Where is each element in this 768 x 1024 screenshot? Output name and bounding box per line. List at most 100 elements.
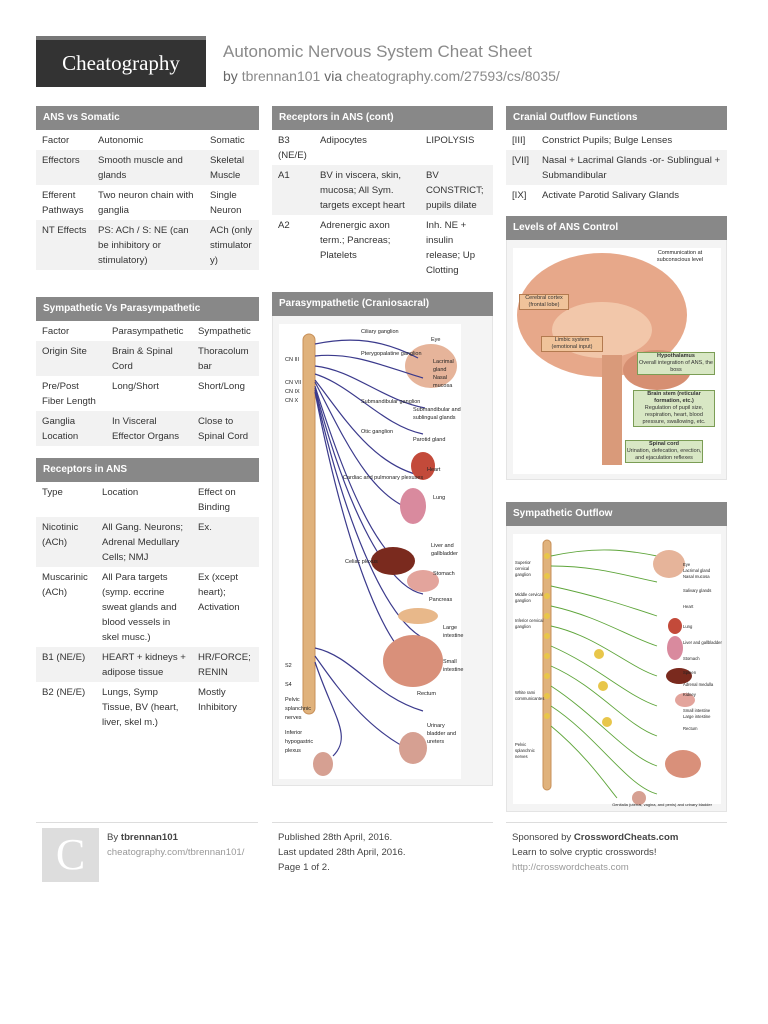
- table-cell: A1: [272, 165, 314, 215]
- table-cell: Constrict Pupils; Bulge Lenses: [542, 135, 673, 146]
- logo-text: Cheatography: [62, 51, 180, 75]
- page-title: Autonomic Nervous System Cheat Sheet: [223, 42, 532, 61]
- table-cell: B1 (NE/E): [36, 647, 96, 682]
- table-cell: A2: [278, 220, 290, 231]
- label: Submandibular ganglion: [361, 399, 421, 405]
- table-cell: Ganglia Location: [36, 411, 106, 446]
- label: Large intestine: [683, 714, 711, 719]
- callout-spinalcord: Spinal cord Urination, defecation, erect…: [625, 440, 703, 463]
- table-cell: Activate Parotid Salivary Glands: [542, 190, 680, 201]
- table-cell: Lungs, Symp Tissue, BV (heart, liver, sk…: [102, 687, 179, 728]
- callout-cortex: Cerebral cortex (frontal lobe): [519, 294, 569, 310]
- label: CN VII: [285, 380, 302, 386]
- para-organ-labels: Ciliary ganglion Eye Pterygopalatine gan…: [343, 328, 464, 746]
- callout-limbic: Limbic system (emotional input): [541, 336, 603, 352]
- table-cell: Adrenergic axon term.; Pancreas; Platele…: [320, 220, 391, 261]
- sponsor-url-link[interactable]: http://crosswordcheats.com: [512, 862, 629, 873]
- table-cell: In Visceral Effector Organs: [106, 411, 192, 446]
- author-link[interactable]: tbrennan101: [120, 832, 178, 843]
- table-row: [VII]Nasal + Lacrimal Glands -or- Sublin…: [506, 150, 727, 185]
- genitalia-shape: [313, 752, 333, 776]
- callout-hypothalamus: Hypothalamus Overall integration of ANS,…: [637, 352, 715, 375]
- table-cell: Somatic: [210, 135, 245, 146]
- table-cell: Long/Short: [112, 381, 159, 392]
- para-left-labels: CN III CN VII CN IX CN X S2 S4 Pelvic sp…: [285, 356, 325, 756]
- via-label: via: [324, 68, 343, 84]
- label: Urinary bladder and ureters: [427, 723, 457, 745]
- head-illustration: [653, 550, 685, 578]
- section-title: ANS vs Somatic: [36, 106, 259, 130]
- label: Superior cervical ganglion: [515, 560, 531, 577]
- cheatography-c-logo: C: [42, 828, 99, 882]
- label: Kidney: [683, 692, 696, 697]
- label: Stomach: [433, 571, 455, 577]
- sponsored-label: Sponsored by: [512, 832, 572, 843]
- cheatography-logo[interactable]: Cheatography: [36, 36, 206, 87]
- table-cell: [VII]: [506, 150, 536, 185]
- symp-left-labels: Superior cervical ganglion Middle cervic…: [515, 560, 545, 760]
- label: Spleen: [683, 670, 697, 675]
- table-cell: Location: [102, 487, 139, 498]
- label: Ciliary ganglion: [361, 329, 399, 335]
- callout-title: Spinal cord: [649, 441, 679, 447]
- parasympathetic-diagram: CN III CN VII CN IX CN X S2 S4 Pelvic sp…: [272, 316, 493, 786]
- label: Liver and gallbladder: [431, 543, 458, 557]
- table-cell: Nicotinic (ACh): [36, 517, 96, 567]
- footer-author: By tbrennan101 cheatography.com/tbrennan…: [107, 830, 244, 860]
- title-area: Autonomic Nervous System Cheat Sheet by …: [223, 42, 560, 84]
- table-cell: B2 (NE/E): [42, 687, 86, 698]
- label: Heart: [683, 604, 694, 609]
- table-cell: Skeletal Muscle: [204, 150, 259, 185]
- pancreas-shape: [398, 608, 438, 624]
- bladder-shape: [399, 732, 427, 764]
- label: Lacrimal gland: [683, 568, 711, 573]
- sheet-url-link[interactable]: cheatography.com/27593/cs/8035/: [346, 68, 560, 84]
- genitalia-label: Genitalia (uterus, vagina, and penis) an…: [612, 802, 712, 807]
- table-row: [IX]Activate Parotid Salivary Glands: [506, 185, 727, 205]
- table-cell: Factor: [42, 326, 70, 337]
- table-row: Nicotinic (ACh)All Gang. Neurons; Adrena…: [36, 517, 259, 567]
- author-url-link[interactable]: cheatography.com/tbrennan101/: [107, 847, 245, 858]
- label: Pelvic splanchnic nerves: [515, 742, 535, 759]
- table-cell: Mostly Inhibitory: [198, 687, 237, 713]
- label: Lung: [683, 624, 693, 629]
- label: Nasal mucosa: [433, 375, 453, 389]
- label: Rectum: [683, 726, 698, 731]
- sponsor-tagline: Learn to solve cryptic crosswords!: [512, 847, 657, 858]
- label: Submandibular and sublingual glands: [413, 407, 461, 421]
- label: Small intestine: [443, 659, 464, 673]
- table-cell: Short/Long: [198, 381, 245, 392]
- section-title: Levels of ANS Control: [506, 216, 727, 240]
- label: CN III: [285, 357, 300, 363]
- footer-divider: [272, 822, 493, 823]
- label: S2: [285, 663, 292, 669]
- callout-subconscious: Communication at subconscious level: [656, 250, 704, 263]
- by-label: By: [107, 832, 119, 843]
- callout-brainstem: Brain stem (reticular formation, etc.) R…: [633, 390, 715, 427]
- table-cell: Nasal + Lacrimal Glands -or- Sublingual …: [536, 150, 727, 185]
- table-cell: Factor: [42, 135, 70, 146]
- callout-body: Overall integration of ANS, the boss: [639, 360, 713, 373]
- author-link[interactable]: tbrennan101: [241, 68, 321, 84]
- section-title: Receptors in ANS: [36, 458, 259, 482]
- label: Rectum: [417, 691, 436, 697]
- table-cell: BV in viscera, skin, mucosa; All Sym. ta…: [314, 165, 420, 215]
- heart-shape: [668, 618, 682, 634]
- table-cell: Brain & Spinal Cord: [106, 341, 192, 376]
- label: Adrenal medulla: [683, 682, 714, 687]
- label: Lung: [433, 495, 446, 501]
- label: Stomach: [683, 656, 700, 661]
- table-row: Muscarinic (ACh)All Para targets (symp. …: [36, 567, 259, 647]
- table-cell: Efferent Pathways: [42, 190, 84, 216]
- label: Eye: [683, 562, 691, 567]
- sponsor-link[interactable]: CrosswordCheats.com: [573, 832, 679, 843]
- table-cell: All Para targets (symp. eccrine sweat gl…: [102, 572, 177, 643]
- intestine-shape: [665, 750, 701, 778]
